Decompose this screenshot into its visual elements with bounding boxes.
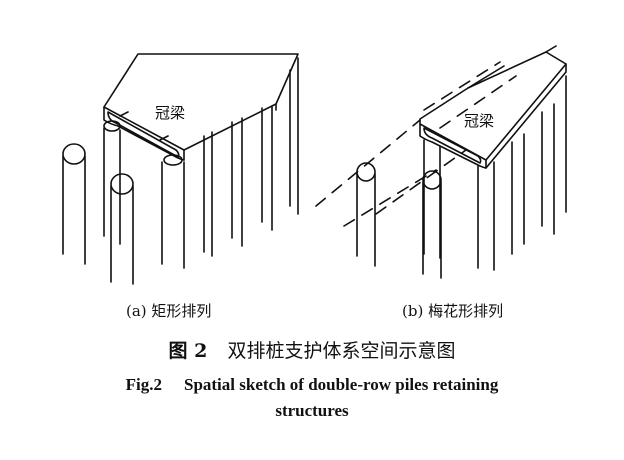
figure-caption-cn: 图 2 双排桩支护体系空间示意图: [0, 336, 624, 363]
panel-a-free-pile-top: [110, 173, 134, 195]
figure-caption-en-line1: Fig.2 Spatial sketch of double-row piles …: [0, 372, 624, 398]
panel-a-pile: [161, 161, 185, 269]
panel-b-back-pile: [511, 75, 567, 255]
figure-caption-en: Fig.2 Spatial sketch of double-row piles …: [0, 372, 624, 424]
figure-title-en-line1: Spatial sketch of double-row piles retai…: [183, 375, 499, 394]
panel-a-caption: (a) 矩形排列: [126, 302, 212, 320]
panel-b-pile: [423, 139, 441, 259]
panel-a-crown-beam-side: [183, 103, 277, 161]
panel-b-free-pile: [356, 173, 376, 267]
panel-b-beam-label: 冠梁: [464, 112, 495, 130]
panel-b-free-pile-top: [422, 170, 442, 190]
panel-a-free-pile: [110, 185, 134, 285]
panel-a-free-pile: [62, 155, 86, 265]
panel-a-pile-top: [163, 154, 183, 166]
panel-b-crown-beam-side: [485, 63, 567, 169]
panel-a-beam-bevels: [119, 111, 169, 141]
panel-b-dashed-line: [315, 61, 517, 227]
panel-b-crown-beam-far-edge: [467, 45, 557, 89]
figure-title-cn: 双排桩支护体系空间示意图: [227, 340, 456, 362]
panel-a-back-pile: [203, 57, 299, 257]
panel-b-drawing: [315, 45, 567, 279]
panel-a-free-pile-top: [62, 143, 86, 165]
panel-a-drawing: [62, 53, 299, 285]
figure-number-en: Fig.2: [125, 375, 162, 394]
panel-b-caption: (b) 梅花形排列: [402, 302, 504, 320]
panel-a-crown-beam-end-inner: [107, 111, 180, 158]
panel-b-free-pile-top: [356, 162, 376, 182]
panel-a-pile: [103, 127, 121, 245]
panel-a-beam-label: 冠梁: [155, 104, 186, 122]
panel-b-crown-beam-end-inner: [423, 127, 482, 164]
panel-b-free-pile: [422, 181, 442, 279]
panel-a-crown-beam-top: [103, 53, 299, 151]
figure-title-en-line2: structures: [275, 401, 349, 420]
panel-b-pile: [477, 161, 495, 271]
figure-number-cn: 图 2: [168, 340, 208, 362]
panel-a-pile-top: [103, 120, 121, 132]
pile-diagram: [62, 45, 567, 285]
